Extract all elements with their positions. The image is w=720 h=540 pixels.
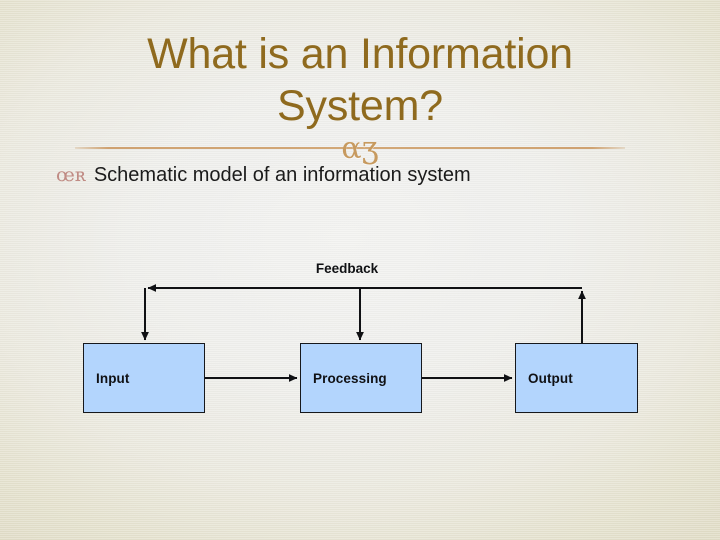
- page-title: What is an Information System?: [147, 30, 573, 130]
- title-divider: αʒ: [0, 132, 720, 166]
- node-input-label: Input: [96, 370, 130, 386]
- bullet-ornament-icon: œʀ: [56, 164, 86, 186]
- node-processing-label: Processing: [313, 370, 387, 386]
- node-input[interactable]: Input: [83, 343, 205, 413]
- divider-ornament-icon: αʒ: [341, 131, 379, 166]
- feedback-label: Feedback: [315, 261, 379, 276]
- bullet-list-item: œʀ Schematic model of an information sys…: [56, 162, 696, 188]
- bullet-item-label: Schematic model of an information system: [93, 164, 471, 186]
- node-output[interactable]: Output: [515, 343, 638, 413]
- node-processing[interactable]: Processing: [300, 343, 422, 413]
- divider-rule: [75, 147, 625, 149]
- node-output-label: Output: [528, 370, 573, 386]
